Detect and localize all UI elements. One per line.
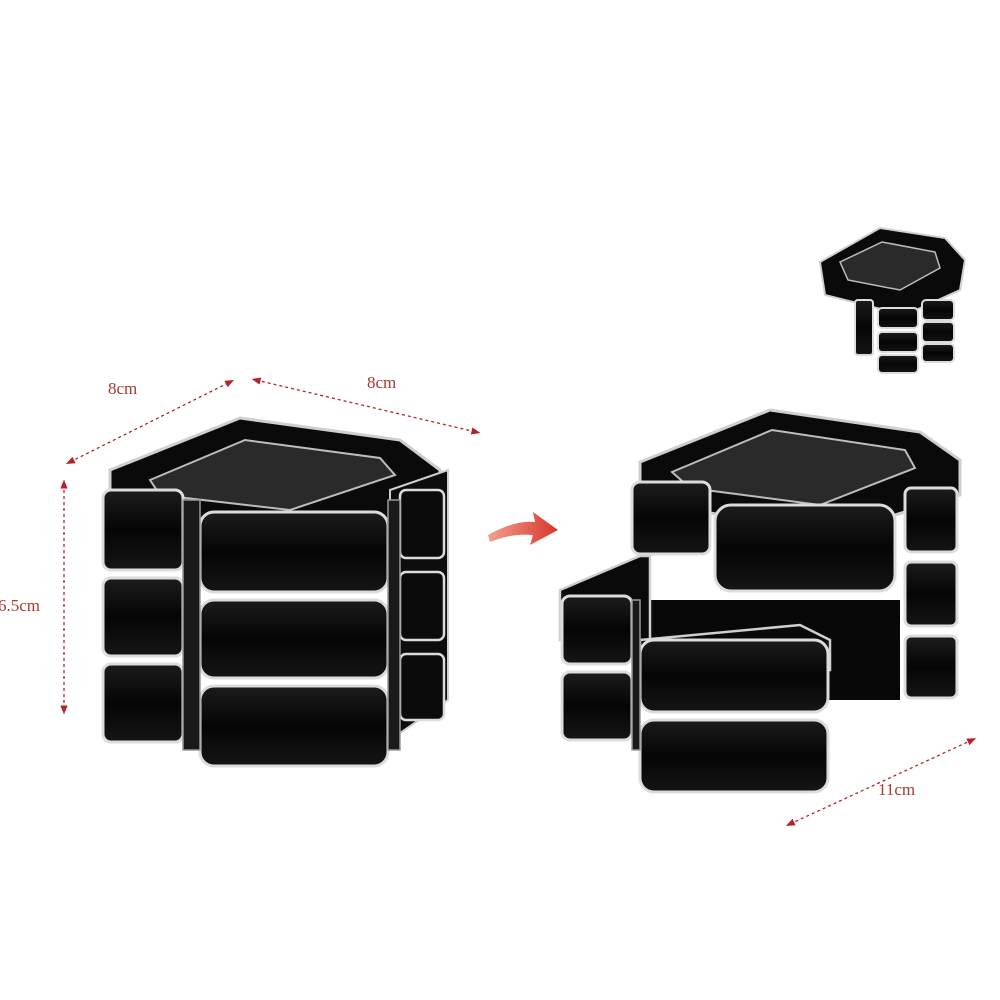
arrow-right-icon	[488, 512, 558, 545]
expanded-organizer	[558, 408, 962, 794]
height-label: 6.5cm	[0, 596, 40, 615]
compact-organizer	[101, 416, 449, 768]
expanded-width-label: 11cm	[878, 780, 915, 799]
width-left-label: 8cm	[108, 379, 137, 398]
width-right-label: 8cm	[367, 373, 396, 392]
inset-organizer	[818, 226, 967, 374]
dimension-lines	[60, 377, 977, 826]
